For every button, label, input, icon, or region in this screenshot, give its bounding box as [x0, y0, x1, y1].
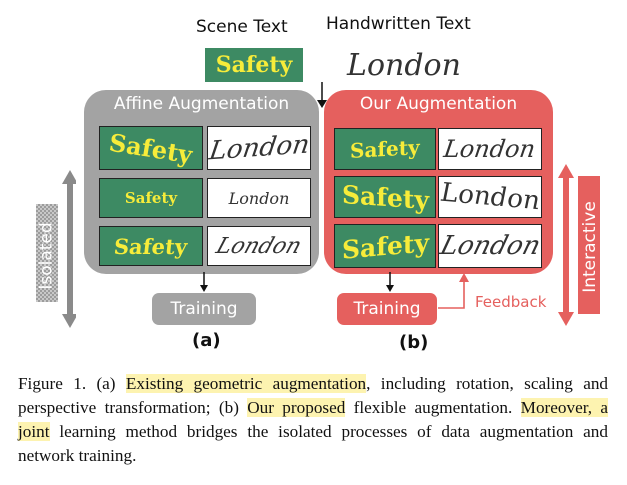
interactive-label-wrap: Interactive — [535, 201, 627, 293]
scene-sample: Safety — [205, 48, 303, 82]
caption-highlight: Our proposed — [247, 398, 346, 417]
handwritten-sample-word: London — [347, 47, 461, 83]
hw-word: London — [228, 188, 290, 208]
scene-word: Safety — [124, 189, 178, 207]
scene-word: Safety — [113, 233, 189, 259]
hw-word: London — [213, 233, 305, 259]
panel-a-hw-cell-3: London — [207, 226, 311, 266]
panel-a-scene-cell-1: Safety — [99, 126, 203, 170]
isolated-label: Isolated — [36, 222, 57, 290]
panel-b-hw-cell-3: London — [438, 224, 542, 268]
training-label: Training — [353, 299, 421, 319]
panel-b-hw-cell-1: London — [438, 128, 542, 170]
hw-word: London — [442, 135, 538, 163]
scene-text-label: Scene Text — [196, 17, 288, 37]
handwritten-sample: London — [336, 46, 472, 84]
panel-b-training-box: Training — [337, 293, 437, 325]
panel-a-down-arrow-icon — [200, 272, 208, 292]
scene-word: Safety — [350, 135, 420, 163]
panel-b-scene-cell-2: Safety — [334, 176, 436, 218]
caption-text: learning method bridges the isolated pro… — [18, 422, 608, 465]
panel-b-hw-cell-2: London — [438, 176, 542, 218]
caption-highlight: Existing geometric augmentation — [125, 374, 367, 393]
panel-b-sub-label: (b) — [399, 332, 429, 353]
panel-a-sub-label: (a) — [192, 330, 221, 351]
panel-b-down-arrow-icon — [386, 272, 394, 292]
scene-sample-word: Safety — [215, 52, 293, 78]
isolated-bar — [36, 170, 76, 328]
hw-word: London — [440, 177, 540, 217]
panel-b-title: Our Augmentation — [359, 94, 518, 114]
down-arrow-icon — [317, 82, 327, 108]
hw-word: London — [438, 231, 542, 261]
panel-a-scene-cell-2: Safety — [99, 178, 203, 218]
scene-word: Safety — [107, 127, 195, 169]
training-label: Training — [170, 299, 238, 319]
caption-text: Figure 1. (a) — [18, 374, 126, 393]
feedback-label: Feedback — [475, 293, 547, 311]
panel-a-training-box: Training — [152, 293, 256, 325]
isolated-label-wrap: Isolated — [0, 222, 95, 289]
feedback-arrow-icon — [438, 273, 469, 309]
interactive-bar — [558, 164, 600, 326]
scene-word: Safety — [341, 179, 429, 215]
handwritten-text-label: Handwritten Text — [326, 14, 471, 34]
interactive-label: Interactive — [579, 201, 600, 293]
panel-a-title: Affine Augmentation — [113, 94, 290, 114]
panel-a-scene-cell-3: Safety — [99, 226, 203, 266]
figure-caption: Figure 1. (a) Existing geometric augment… — [18, 372, 608, 468]
scene-word: Safety — [341, 227, 429, 265]
panel-a-hw-cell-1: London — [207, 126, 311, 170]
panel-b-scene-cell-1: Safety — [334, 128, 436, 170]
hw-word: London — [207, 129, 311, 167]
caption-text: , including rotation, scaling and perspe… — [18, 374, 609, 417]
panel-a-hw-cell-2: London — [207, 178, 311, 218]
panel-b-scene-cell-3: Safety — [334, 224, 436, 268]
caption-text: flexible augmentation. — [345, 398, 521, 417]
